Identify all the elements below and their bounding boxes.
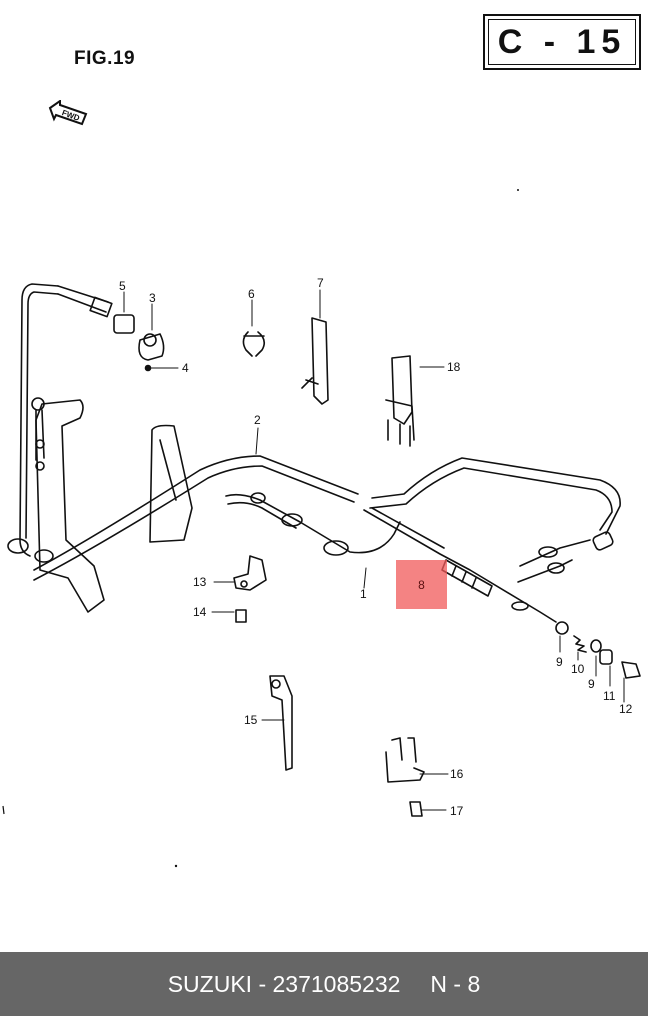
callout-9a: 9 xyxy=(556,655,563,669)
highlighted-part-8[interactable]: 8 xyxy=(396,560,447,609)
clip-6 xyxy=(242,331,266,357)
callout-6: 6 xyxy=(248,287,255,301)
callout-3: 3 xyxy=(149,291,156,305)
bracket-16 xyxy=(385,737,425,783)
clutch-pedal xyxy=(35,399,105,613)
pedal-arm-inner xyxy=(25,291,59,539)
cable-1 xyxy=(225,493,401,554)
end-fitting xyxy=(517,539,591,583)
callout-17: 17 xyxy=(450,804,464,818)
clamp-15 xyxy=(269,675,293,771)
bushing-12 xyxy=(621,661,641,679)
callout-2: 2 xyxy=(254,413,261,427)
pedal-arm xyxy=(19,283,59,557)
part-reference: N - 8 xyxy=(430,970,481,997)
callout-15: 15 xyxy=(244,713,258,727)
figure-label: FIG.19 xyxy=(74,48,136,69)
footer-bar: SUZUKI - 2371085232 N - 8 xyxy=(0,952,648,1016)
spring-10 xyxy=(573,635,587,653)
highlight-label: 8 xyxy=(418,577,425,592)
bushing-11 xyxy=(599,649,613,665)
bracket-18 xyxy=(385,355,415,447)
callout-4: 4 xyxy=(182,361,189,375)
forward-arrow-icon: FWD xyxy=(48,100,88,126)
bushing-5 xyxy=(113,314,135,334)
parts-diagram: 5 3 4 6 7 18 2 1 13 14 15 16 17 9 10 9 1… xyxy=(2,189,641,868)
washer-9a xyxy=(555,621,569,635)
callout-14: 14 xyxy=(193,605,207,619)
callout-16: 16 xyxy=(450,767,464,781)
cable-8 xyxy=(363,509,557,623)
grommet-3 xyxy=(138,333,165,361)
callout-11: 11 xyxy=(603,689,616,703)
bolt-14 xyxy=(235,609,247,623)
callout-9b: 9 xyxy=(588,677,595,691)
page-code-box: C - 15 xyxy=(483,14,641,70)
cable-tube-2 xyxy=(33,455,359,571)
brake-pedal xyxy=(149,424,193,543)
callout-1: 1 xyxy=(360,587,367,601)
callout-18: 18 xyxy=(447,360,461,374)
bracket-7 xyxy=(301,317,329,405)
callout-5: 5 xyxy=(119,279,126,293)
callout-13: 13 xyxy=(193,575,207,589)
page-code: C - 15 xyxy=(488,19,636,65)
callout-7: 7 xyxy=(317,276,324,290)
callout-10: 10 xyxy=(571,662,585,676)
callout-12: 12 xyxy=(619,702,633,716)
part-number: SUZUKI - 2371085232 xyxy=(167,970,401,997)
washer-9b xyxy=(590,639,602,653)
bracket-13 xyxy=(233,555,267,591)
bolt-17 xyxy=(409,801,423,817)
